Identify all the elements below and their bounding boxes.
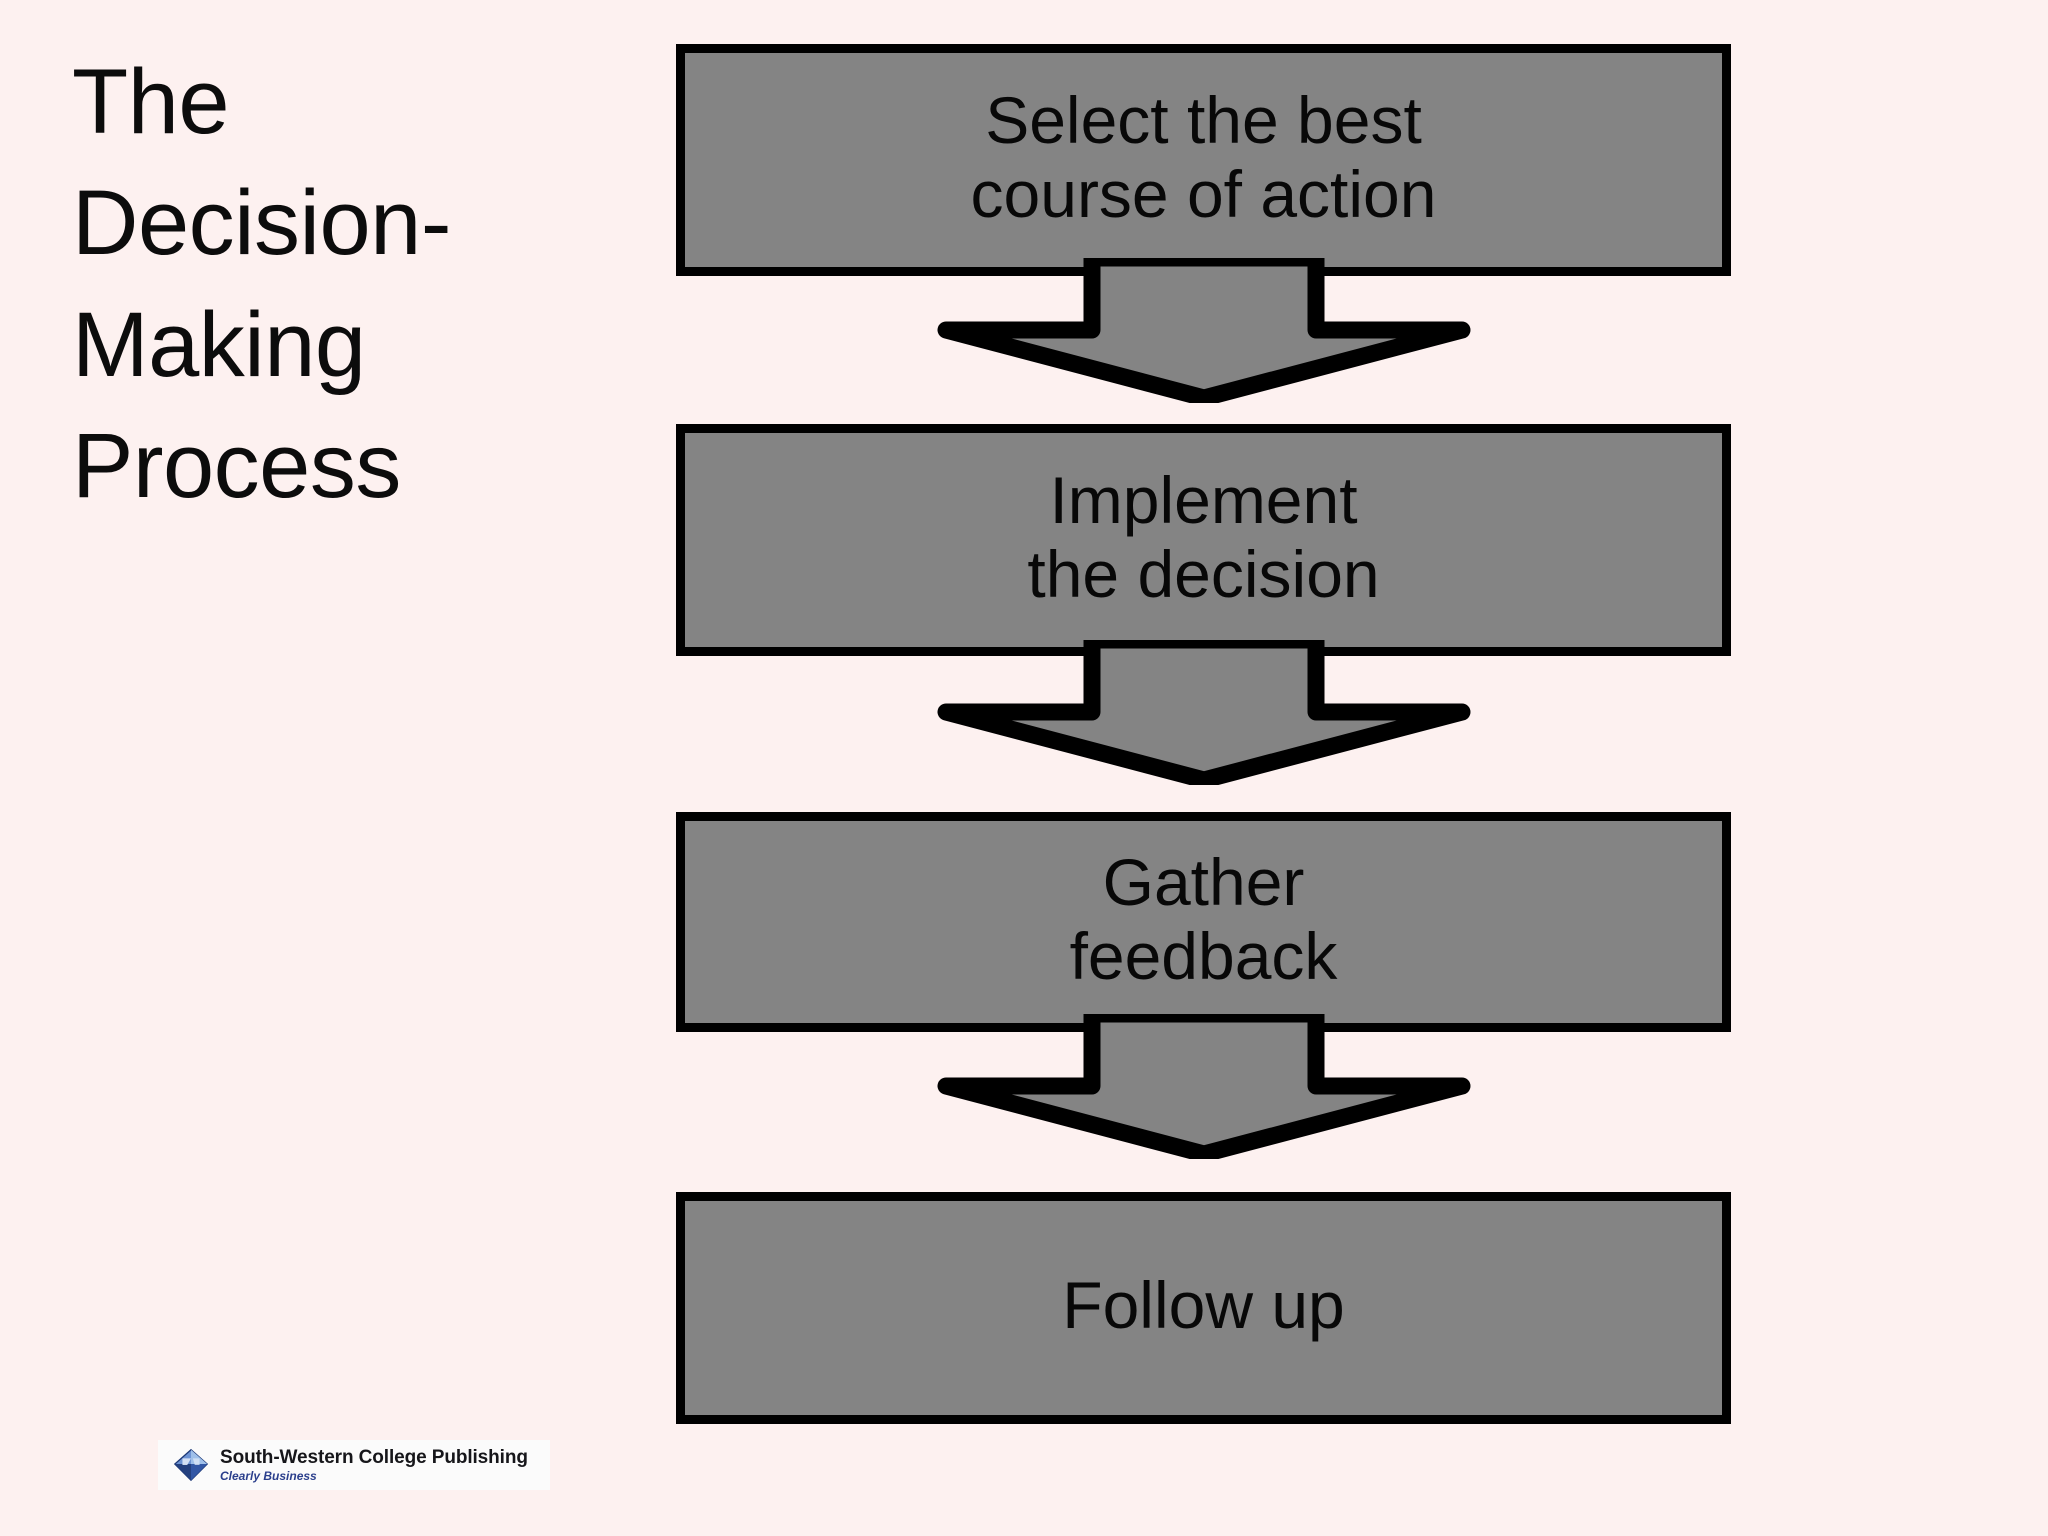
logo-tagline: Clearly Business bbox=[220, 1469, 317, 1483]
flow-step-gather-feedback[interactable]: Gather feedback bbox=[676, 812, 1731, 1032]
down-arrow-icon bbox=[934, 258, 1474, 403]
logo-name: South-Western College Publishing bbox=[220, 1447, 528, 1468]
page-title: The Decision- Making Process bbox=[72, 51, 451, 518]
flow-step-follow-up[interactable]: Follow up bbox=[676, 1192, 1731, 1424]
flow-step-label: Select the best course of action bbox=[970, 83, 1437, 231]
down-arrow-icon bbox=[934, 640, 1474, 785]
logo-text-block: South-Western College Publishing Clearly… bbox=[220, 1448, 528, 1482]
flow-step-label: Follow up bbox=[1062, 1268, 1345, 1343]
publisher-logo: South-Western College Publishing Clearly… bbox=[158, 1440, 550, 1490]
flow-step-label: Implement the decision bbox=[1027, 463, 1380, 611]
down-arrow-icon bbox=[934, 1014, 1474, 1159]
flow-step-select-best-course[interactable]: Select the best course of action bbox=[676, 44, 1731, 276]
blue-diamond-icon bbox=[172, 1446, 210, 1484]
flow-step-label: Gather feedback bbox=[1069, 845, 1338, 993]
flow-step-implement-decision[interactable]: Implement the decision bbox=[676, 424, 1731, 656]
decision-making-flowchart: Select the best course of action Impleme… bbox=[676, 0, 1736, 1470]
